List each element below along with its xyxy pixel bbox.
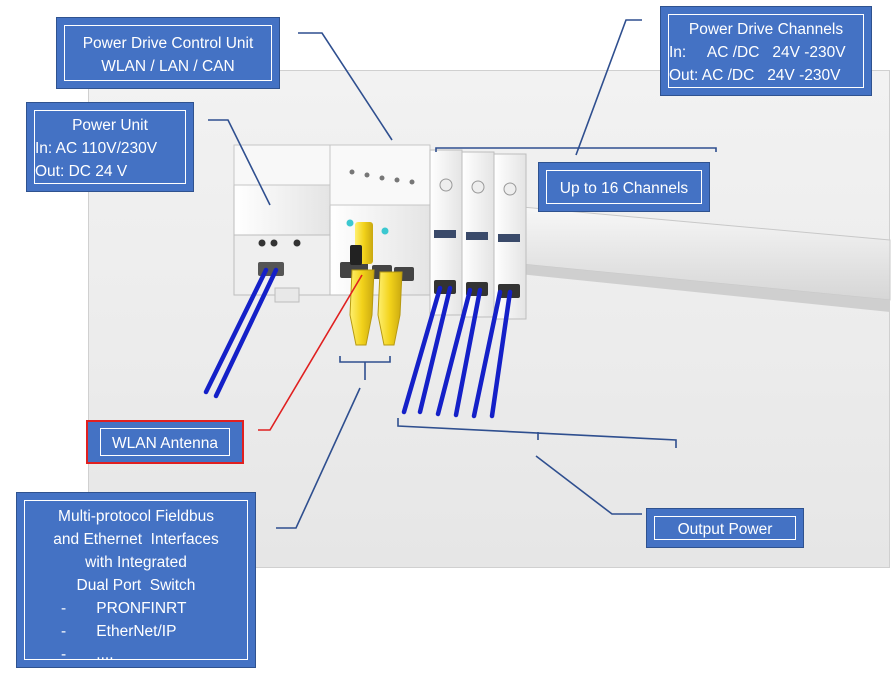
callout-line: In: AC /DC 24V -230V — [669, 44, 846, 61]
callout-line: Output Power — [677, 521, 773, 538]
callout-line: Power Drive Channels — [688, 21, 844, 38]
callout-line: and Ethernet Interfaces — [53, 531, 219, 548]
callout-output-power: Output Power — [646, 508, 804, 548]
callout-line: Multi-protocol Fieldbus — [58, 508, 214, 525]
wlan-antenna-leader — [258, 274, 363, 431]
power-unit-module — [233, 144, 331, 303]
callout-line: WLAN / LAN / CAN — [101, 58, 235, 75]
callout-line: In: AC 110V/230V — [35, 140, 158, 157]
callout-line: Power Drive Control Unit — [82, 35, 254, 52]
leader-lines — [208, 19, 717, 529]
callout-power-drive-control-unit: Power Drive Control Unit WLAN / LAN / CA… — [56, 17, 280, 89]
blue-cables — [203, 267, 513, 419]
callout-up-to-16-channels: Up to 16 Channels — [538, 162, 710, 212]
callout-power-drive-channels: Power Drive Channels In: AC /DC 24V -230… — [660, 6, 872, 96]
callout-line: - PRONFINRT — [61, 600, 187, 617]
callout-line: - .... — [61, 646, 114, 663]
callout-wlan-antenna: WLAN Antenna — [86, 420, 244, 464]
callout-line: Up to 16 Channels — [559, 180, 689, 197]
callout-line: Power Unit — [72, 117, 148, 134]
callout-line: - EtherNet/IP — [61, 623, 177, 640]
callout-line: WLAN Antenna — [112, 435, 218, 452]
callout-fieldbus-interfaces: Multi-protocol Fieldbus and Ethernet Int… — [16, 492, 256, 668]
callout-line: Out: AC /DC 24V -230V — [669, 67, 841, 84]
callout-power-unit: Power Unit In: AC 110V/230V Out: DC 24 V — [26, 102, 194, 192]
callout-line: Dual Port Switch — [76, 577, 196, 594]
callout-line: with Integrated — [85, 554, 187, 571]
callout-line: Out: DC 24 V — [35, 163, 128, 180]
din-rail — [499, 204, 891, 312]
yellow-connectors — [349, 222, 403, 346]
